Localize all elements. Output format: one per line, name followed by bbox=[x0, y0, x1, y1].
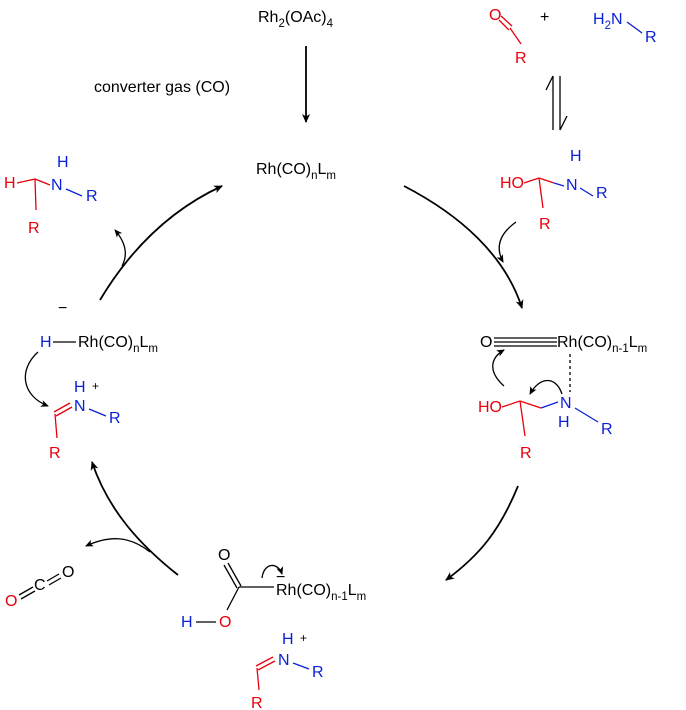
co2-structure: O C O bbox=[5, 564, 74, 610]
svg-text:H2N: H2N bbox=[593, 11, 623, 32]
svg-text:H: H bbox=[57, 154, 69, 171]
svg-text:N: N bbox=[51, 177, 63, 194]
svg-text:C: C bbox=[34, 577, 46, 594]
svg-text:R: R bbox=[312, 664, 324, 681]
svg-text:H: H bbox=[558, 414, 570, 431]
svg-text:R: R bbox=[109, 410, 121, 427]
iminium-left-structure: H + N R R bbox=[49, 379, 121, 462]
electron-arrow-oh-to-co bbox=[492, 349, 505, 387]
svg-text:O: O bbox=[489, 7, 501, 24]
svg-text:Rh2(OAc)4: Rh2(OAc)4 bbox=[258, 9, 334, 30]
aldehyde-structure: O R bbox=[489, 7, 527, 67]
curly-arrow-hemiaminal-in bbox=[496, 221, 517, 263]
svg-text:R: R bbox=[515, 50, 527, 67]
svg-text:O: O bbox=[219, 614, 231, 631]
rh-carbonyl-complex: Rh(CO)nLm bbox=[256, 161, 336, 182]
svg-text:N: N bbox=[560, 395, 572, 412]
cycle-arc-bottom-left bbox=[90, 461, 179, 576]
hydride-complex: − H Rh(CO)nLm bbox=[40, 300, 158, 355]
svg-text:R: R bbox=[520, 445, 532, 462]
svg-text:H: H bbox=[570, 148, 582, 165]
svg-text:−: − bbox=[58, 300, 67, 317]
svg-text:−: − bbox=[276, 569, 285, 586]
svg-text:R: R bbox=[645, 29, 657, 46]
svg-text:N: N bbox=[278, 652, 290, 669]
svg-text:O: O bbox=[5, 593, 17, 610]
electron-arrow-carboxy bbox=[261, 564, 284, 579]
svg-text:R: R bbox=[251, 695, 263, 710]
converter-gas-label: converter gas (CO) bbox=[94, 79, 230, 96]
svg-text:R: R bbox=[49, 445, 61, 462]
svg-text:HO: HO bbox=[478, 399, 502, 416]
svg-text:Rh(CO)nLm: Rh(CO)nLm bbox=[78, 334, 158, 355]
cycle-arc-top-right bbox=[403, 185, 524, 309]
co-rh-complex: O Rh(CO)n-1Lm bbox=[480, 334, 647, 392]
plus-sign: + bbox=[540, 9, 549, 26]
iminium-bottom-structure: H + N R R bbox=[251, 631, 324, 710]
equilibrium-arrows bbox=[545, 75, 568, 131]
svg-text:H: H bbox=[282, 631, 294, 648]
product-amine-structure: H H N R R bbox=[4, 154, 98, 237]
svg-text:Rh(CO)n-1Lm: Rh(CO)n-1Lm bbox=[276, 582, 366, 603]
svg-text:Rh(CO)n-1Lm: Rh(CO)n-1Lm bbox=[557, 334, 647, 355]
electron-arrow-hydride bbox=[24, 351, 49, 407]
amine-structure: H2N R bbox=[593, 11, 657, 46]
cycle-arc-right bbox=[445, 485, 519, 581]
svg-text:O: O bbox=[62, 564, 74, 581]
svg-text:+: + bbox=[300, 631, 307, 645]
svg-text:R: R bbox=[28, 220, 40, 237]
svg-text:R: R bbox=[596, 185, 608, 202]
svg-text:Rh(CO)nLm: Rh(CO)nLm bbox=[256, 161, 336, 182]
svg-text:H: H bbox=[181, 614, 193, 631]
carboxy-rh-complex: O O H − Rh(CO)n-1Lm bbox=[181, 547, 366, 631]
curly-arrow-co2-out bbox=[85, 538, 151, 553]
svg-text:H: H bbox=[40, 334, 52, 351]
svg-text:R: R bbox=[539, 216, 551, 233]
coordinated-hemiaminal: HO N H R R bbox=[478, 395, 613, 462]
svg-text:N: N bbox=[566, 177, 578, 194]
svg-text:+: + bbox=[92, 379, 99, 393]
svg-text:N: N bbox=[74, 398, 86, 415]
svg-text:O: O bbox=[218, 547, 230, 564]
svg-text:H: H bbox=[4, 175, 16, 192]
svg-text:HO: HO bbox=[500, 175, 524, 192]
hemiaminal-structure: H HO N R R bbox=[500, 148, 608, 233]
svg-text:R: R bbox=[601, 421, 613, 438]
svg-text:O: O bbox=[480, 334, 492, 351]
svg-text:R: R bbox=[86, 188, 98, 205]
svg-text:H: H bbox=[74, 379, 86, 396]
electron-arrow-n-lone-pair bbox=[529, 379, 563, 395]
rh2oac4-label: Rh2(OAc)4 bbox=[258, 9, 334, 30]
cycle-arc-left bbox=[99, 185, 223, 301]
curly-arrow-amine-out bbox=[114, 229, 126, 267]
